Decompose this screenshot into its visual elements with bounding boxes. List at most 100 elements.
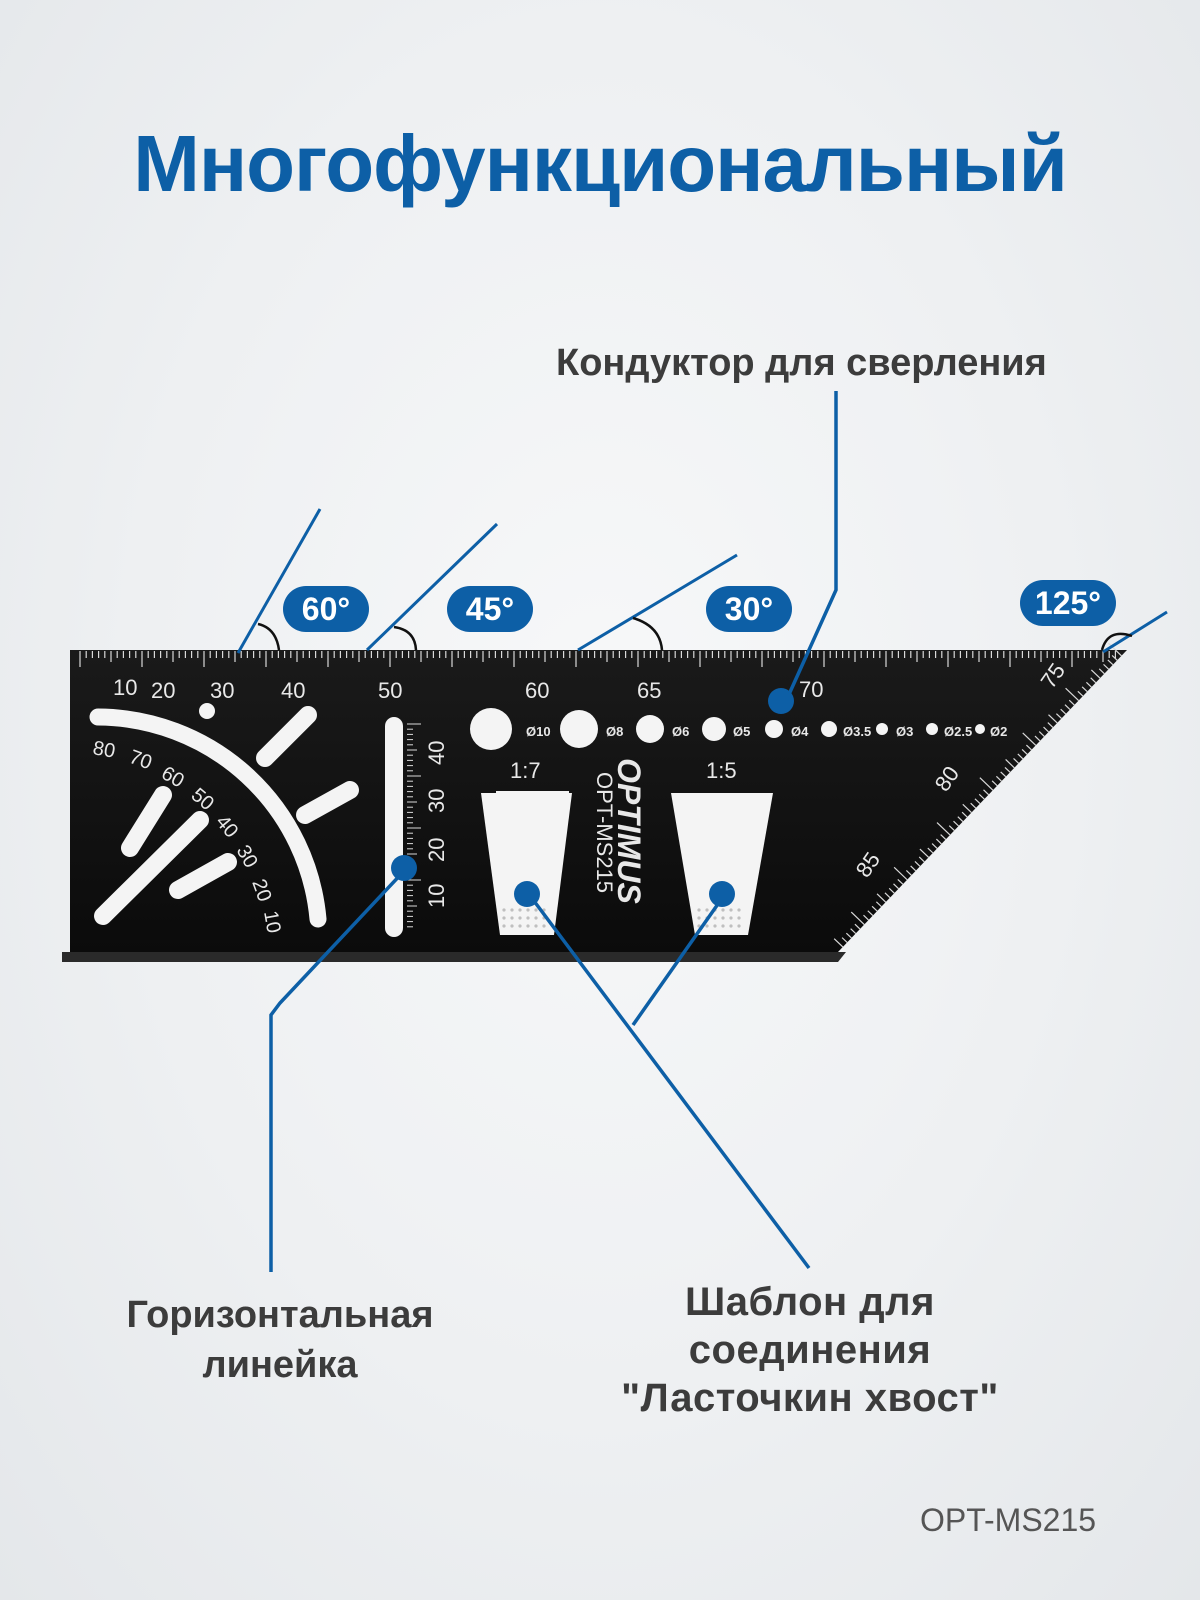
- ruler-tick: [876, 893, 887, 903]
- ruler-tick: [953, 820, 959, 827]
- callout-dovetail-line1: Шаблон для: [685, 1280, 935, 1324]
- mesh-dot: [713, 924, 717, 928]
- mesh-dot: [697, 908, 701, 912]
- ruler-tick: [991, 780, 998, 787]
- diagonal-ruler-ticks: [833, 642, 1122, 948]
- mesh-dot: [518, 924, 522, 928]
- vertical-scale-label: 20: [424, 838, 449, 862]
- callout-drill-jig: Кондуктор для сверления: [556, 342, 1047, 384]
- callout-dovetail-line3: "Ласточкин хвост": [621, 1376, 999, 1420]
- dovetail-slot-1-5: [671, 793, 773, 935]
- ruler-tick: [1103, 663, 1110, 670]
- marker-drill-jig: [768, 688, 794, 714]
- ruler-tick: [995, 775, 1002, 782]
- hole-label: Ø6: [672, 724, 689, 739]
- angle-badge-125: 125°: [1020, 580, 1116, 626]
- ruler-tick: [1090, 677, 1097, 684]
- angle-arc-30: [632, 616, 664, 651]
- ruler-tick: [854, 923, 861, 930]
- dovetail-ratio: 1:7: [510, 758, 541, 783]
- vertical-ruler-slot: [385, 717, 403, 937]
- top-scale-label: 20: [151, 678, 175, 703]
- marker-dovetail-1-5: [709, 881, 735, 907]
- top-scale-label: 40: [281, 678, 305, 703]
- angle-slot: [169, 853, 237, 899]
- hole-label: Ø8: [606, 724, 623, 739]
- top-scale-label: 70: [799, 677, 823, 702]
- model-number: OPT-MS215: [920, 1502, 1097, 1538]
- mesh-dot: [518, 916, 522, 920]
- mesh-dot: [510, 924, 514, 928]
- pivot-hole: [199, 703, 215, 719]
- angle-badge-30: 30°: [706, 586, 792, 632]
- ruler-tick: [1034, 735, 1041, 742]
- leader-drill-jig: [784, 391, 838, 702]
- vertical-scale-label: 30: [424, 789, 449, 813]
- ruler-tick: [893, 883, 899, 890]
- hole-label: Ø3: [896, 724, 913, 739]
- angle-badge-45: 45°: [447, 586, 533, 632]
- hole-label: Ø10: [526, 724, 551, 739]
- ruler-tick: [1017, 753, 1024, 760]
- mesh-dot: [518, 908, 522, 912]
- mesh-dot: [721, 924, 725, 928]
- leader-ruler: [269, 869, 406, 1272]
- hole-label: Ø2: [990, 724, 1007, 739]
- mesh-dot: [705, 924, 709, 928]
- mesh-dot: [534, 916, 538, 920]
- drill-hole: [470, 708, 512, 750]
- ruler-tick: [962, 803, 972, 813]
- callout-dovetail-line2: соединения: [688, 1328, 932, 1372]
- vertical-scale-label: 10: [424, 884, 449, 908]
- angle-slot: [296, 781, 359, 824]
- ruler-tick: [893, 866, 908, 881]
- mesh-dot: [526, 916, 530, 920]
- top-scale-label: 60: [525, 678, 549, 703]
- mesh-dot: [697, 924, 701, 928]
- angle-arc-45: [393, 625, 418, 651]
- leader-dovetail-a: [526, 891, 811, 1270]
- mesh-dot: [502, 908, 506, 912]
- drill-hole: [876, 723, 888, 735]
- mesh-dot: [526, 908, 530, 912]
- ruler-tick: [905, 869, 912, 876]
- ruler-tick: [863, 914, 869, 921]
- brand-engraving: OPTIMUS: [611, 758, 647, 904]
- dovetail-slot-1-7: [481, 793, 572, 935]
- mesh-dot: [737, 916, 741, 920]
- angle-slot: [256, 706, 317, 767]
- angle-slot: [121, 786, 172, 857]
- mesh-dot: [737, 924, 741, 928]
- protractor-label: 80: [91, 737, 117, 763]
- mesh-dot: [729, 908, 733, 912]
- mesh-dot: [534, 908, 538, 912]
- ruler-tick: [914, 861, 921, 867]
- ruler-tick: [961, 811, 968, 818]
- mesh-dot: [526, 924, 530, 928]
- mesh-dot: [737, 908, 741, 912]
- ruler-tick: [833, 938, 844, 948]
- ruler-tick: [888, 887, 895, 894]
- mesh-dot: [729, 916, 733, 920]
- ruler-tick: [918, 856, 925, 863]
- top-scale-label: 65: [637, 678, 661, 703]
- ruler-tick: [940, 834, 947, 840]
- mesh-dot: [705, 908, 709, 912]
- drill-hole: [821, 721, 837, 737]
- callout-horizontal-ruler: Горизонтальная линейка: [100, 1290, 460, 1390]
- mesh-dot: [510, 916, 514, 920]
- ruler-tick: [983, 789, 989, 796]
- ruler-tick: [1038, 731, 1045, 737]
- leader-dovetail-b: [631, 892, 727, 1027]
- ruler-tick: [1108, 642, 1122, 657]
- ruler-tick: [978, 793, 985, 800]
- ruler-tick: [1085, 681, 1092, 688]
- angle-guide-60: [236, 508, 322, 654]
- protractor-arc-slot: [89, 708, 327, 928]
- ruler-tick: [884, 892, 891, 899]
- ruler-tick: [1022, 732, 1037, 746]
- ruler-tick: [875, 901, 882, 908]
- ruler-tick: [1055, 713, 1062, 719]
- vertical-scale-label: 40: [424, 741, 449, 765]
- angle-guide-45: [365, 522, 499, 652]
